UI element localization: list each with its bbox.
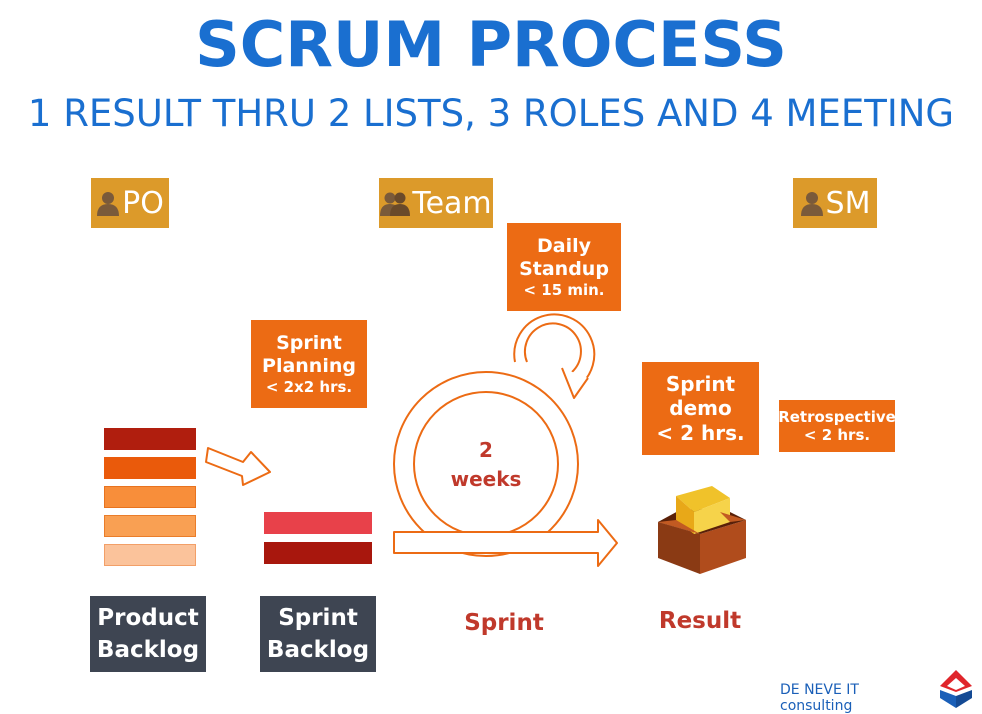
duration-unit: weeks [450, 467, 522, 491]
backlog-item [104, 544, 196, 566]
role-sm: SM [793, 178, 877, 228]
backlog-item [104, 428, 196, 450]
backlog-item [104, 515, 196, 537]
loop-arrow [513, 313, 596, 399]
result-label: Result [658, 608, 742, 634]
sprint-label: Sprint [464, 610, 544, 636]
standup-line2: Standup [519, 257, 609, 280]
role-team: Team [379, 178, 493, 228]
person-icon [96, 190, 120, 216]
standup-line1: Daily [536, 234, 591, 257]
logo-icon [940, 670, 972, 708]
product-backlog-line1: Product [97, 604, 199, 631]
role-po: PO [91, 178, 169, 228]
sprint-backlog-line2: Backlog [266, 637, 370, 663]
planning-line2: Planning [262, 354, 356, 377]
planning-line3: < 2x2 hrs. [265, 378, 353, 397]
product-backlog-stack [104, 428, 196, 566]
backlog-item [104, 486, 196, 508]
arrow-icon [205, 447, 271, 486]
cycle-arrow [393, 371, 618, 567]
role-sm-label: SM [825, 185, 871, 221]
demo-line1: Sprint [665, 371, 736, 396]
demo-line2: demo [669, 396, 732, 421]
sprint-backlog-label: Sprint Backlog [260, 596, 376, 672]
backlog-item [104, 457, 196, 479]
demo-line3: < 2 hrs. [656, 420, 745, 445]
meeting-retrospective: Retrospective < 2 hrs. [778, 400, 896, 452]
retro-line1: Retrospective [778, 407, 896, 426]
planning-line1: Sprint [276, 331, 342, 354]
retro-line2: < 2 hrs. [803, 426, 871, 444]
box-icon [658, 486, 746, 574]
page-subtitle: 1 RESULT THRU 2 LISTS, 3 ROLES AND 4 MEE… [27, 92, 955, 135]
page-title: SCRUM PROCESS [195, 8, 787, 81]
role-po-label: PO [122, 185, 164, 221]
sprint-backlog-line1: Sprint [278, 604, 358, 631]
role-team-label: Team [412, 185, 492, 221]
standup-line3: < 15 min. [523, 281, 605, 300]
person-icon [800, 190, 824, 216]
product-backlog-line2: Backlog [96, 637, 200, 663]
product-backlog-label: Product Backlog [90, 596, 206, 672]
duration-number: 2 [479, 438, 493, 462]
sprint-backlog-item [264, 512, 372, 534]
sprint-backlog-stack [264, 512, 372, 564]
sprint-duration: 2 weeks [436, 436, 536, 494]
footer-company: DE NEVE IT consulting [780, 682, 859, 714]
people-icon [380, 190, 411, 216]
sprint-backlog-item [264, 542, 372, 564]
meeting-sprint-demo: Sprint demo < 2 hrs. [642, 362, 759, 455]
meeting-sprint-planning: Sprint Planning < 2x2 hrs. [251, 320, 367, 408]
meeting-daily-standup: Daily Standup < 15 min. [507, 223, 621, 311]
